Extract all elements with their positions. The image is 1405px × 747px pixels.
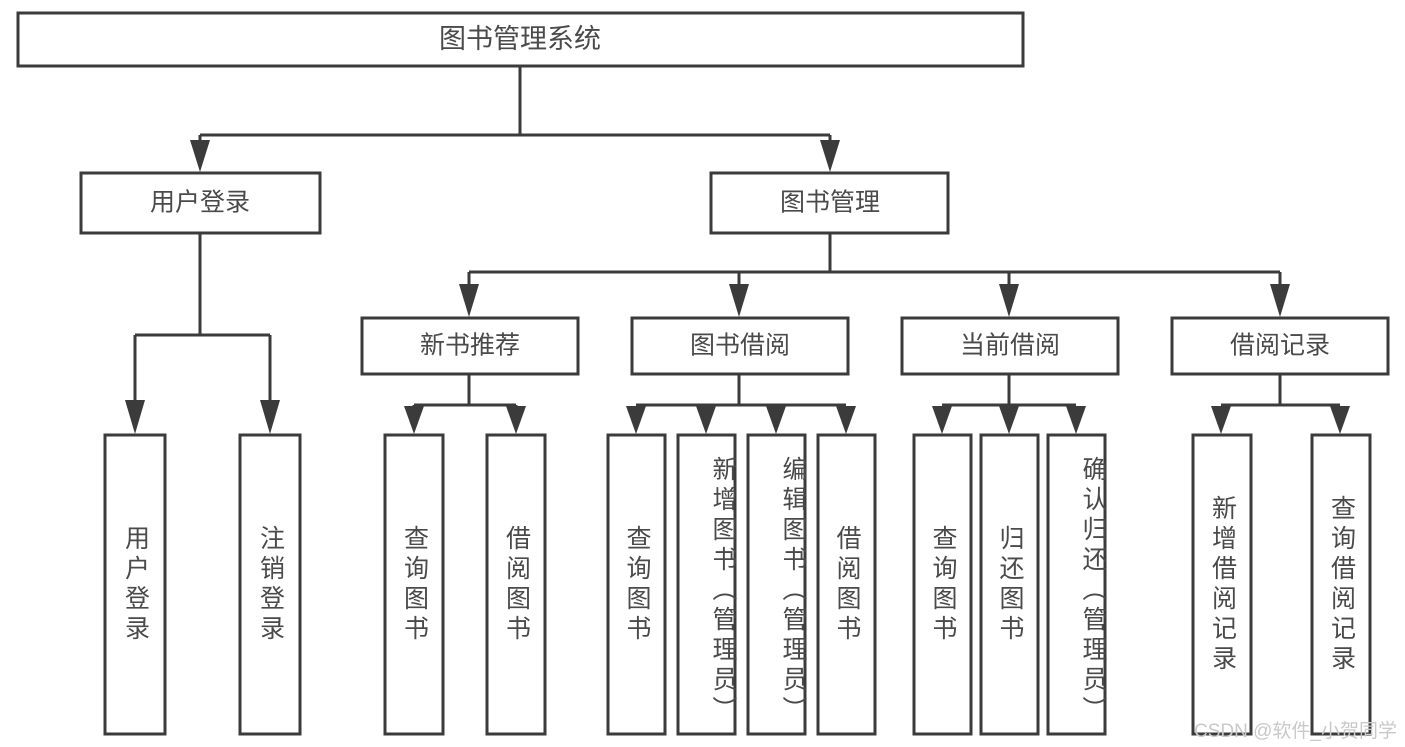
arrow-bookborrow-leaf-2 xyxy=(696,406,716,434)
leaf-box-query-book-1[interactable] xyxy=(383,433,445,736)
node-current-borrow-box[interactable] xyxy=(900,316,1120,376)
arrow-userlogin-leaf-2 xyxy=(260,400,280,434)
arrow-currentborrow-leaf-2 xyxy=(999,406,1019,434)
leaf-box-logout[interactable] xyxy=(238,433,302,736)
nodes: 图书管理系统 用户登录 图书管理 新书推荐 图书借阅 当前借阅 借阅记录 xyxy=(16,11,1390,736)
arrow-borrowrecord-leaf-2 xyxy=(1330,406,1350,434)
node-root-label: 图书管理系统 xyxy=(439,24,601,54)
node-book-borrow-label: 图书借阅 xyxy=(690,332,790,360)
leaf-box-edit-book[interactable] xyxy=(746,433,807,736)
leaf-box-borrow-book-2[interactable] xyxy=(816,433,877,736)
node-current-borrow-label: 当前借阅 xyxy=(960,332,1060,360)
arrow-bookborrow-leaf-3 xyxy=(766,406,786,434)
arrow-bookmanage-child-3 xyxy=(999,284,1019,317)
arrow-bookmanage-child-2 xyxy=(729,284,749,317)
connectors xyxy=(125,66,1350,434)
leaf-box-return-book[interactable] xyxy=(979,433,1040,736)
leaf-box-query-book-3[interactable] xyxy=(912,433,973,736)
arrow-userlogin-leaf-1 xyxy=(125,400,145,434)
node-new-book-recommend-label: 新书推荐 xyxy=(420,332,520,360)
node-new-book-recommend-box[interactable] xyxy=(360,316,580,376)
leaf-box-confirm-return[interactable] xyxy=(1046,433,1107,736)
leaf-box-add-record[interactable] xyxy=(1191,433,1253,736)
node-book-manage-label: 图书管理 xyxy=(780,189,880,217)
watermark-label: CSDN @软件_小贺同学 xyxy=(1194,721,1397,742)
node-borrow-record-label: 借阅记录 xyxy=(1230,332,1330,360)
arrow-bookmanage-child-1 xyxy=(459,284,479,317)
node-book-borrow-box[interactable] xyxy=(630,316,850,376)
arrow-bookborrow-leaf-1 xyxy=(626,406,646,434)
arrow-newbook-leaf-2 xyxy=(506,406,526,434)
arrow-currentborrow-leaf-1 xyxy=(932,406,952,434)
leaf-box-borrow-book-1[interactable] xyxy=(485,433,547,736)
arrow-currentborrow-leaf-3 xyxy=(1066,406,1086,434)
arrow-root-to-bookmanage xyxy=(820,140,840,172)
arrow-bookborrow-leaf-4 xyxy=(836,406,856,434)
node-user-login-box[interactable] xyxy=(79,171,322,235)
arrow-newbook-leaf-1 xyxy=(404,406,424,434)
arrow-bookmanage-child-4 xyxy=(1270,284,1290,317)
node-user-login-label: 用户登录 xyxy=(150,189,250,217)
node-book-manage-box[interactable] xyxy=(709,171,950,235)
arrow-root-to-userlogin xyxy=(190,140,210,172)
leaf-box-query-book-2[interactable] xyxy=(606,433,667,736)
arrow-borrowrecord-leaf-1 xyxy=(1211,406,1231,434)
leaf-box-user-login[interactable] xyxy=(103,433,167,736)
leaf-box-add-book[interactable] xyxy=(676,433,737,736)
node-borrow-record-box[interactable] xyxy=(1170,316,1390,376)
leaf-box-query-record[interactable] xyxy=(1310,433,1372,736)
node-root-box[interactable] xyxy=(16,11,1025,68)
